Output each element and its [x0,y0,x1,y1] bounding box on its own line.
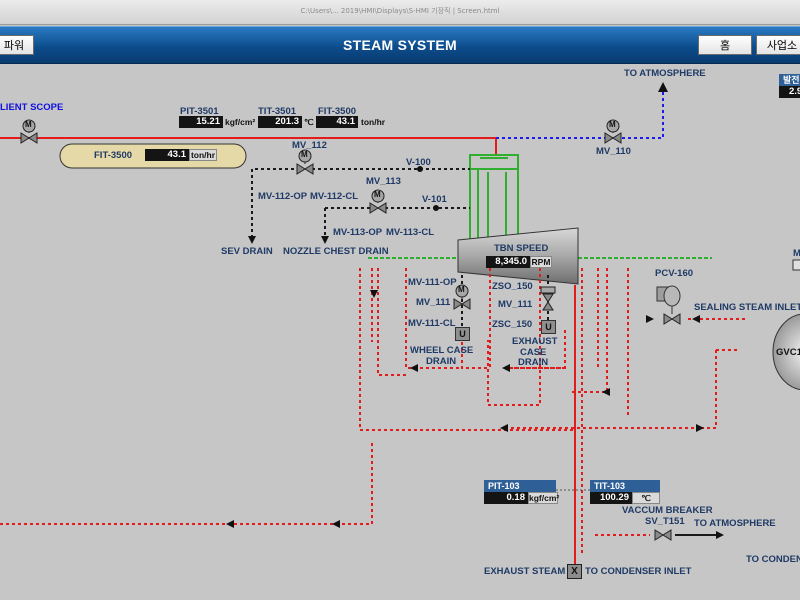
site-button[interactable]: 사업소 [756,35,800,55]
to-condenser-inlet-label: TO CONDENSER INLET [585,566,692,577]
motor-icon: M [374,190,381,199]
tbn-speed-label: TBN SPEED [494,243,549,254]
mv112-op-label: MV-112-OP [258,191,308,202]
exhaust-steam-valve[interactable]: X [567,564,582,579]
fit3500-capsule-tag: FIT-3500 [94,150,133,161]
gvc-label: GVC1 [776,347,800,358]
mv113-label[interactable]: MV_113 [366,176,401,187]
motor-icon: M [301,150,308,159]
right-top-header: 발전 [779,74,800,86]
valve-sv-t151 [654,529,664,541]
valve-exhaust [542,293,554,303]
valve-mv112 [296,163,306,175]
valves [20,132,681,541]
fit3500-unit: ton/hr [361,117,386,127]
v100-label: V-100 [406,157,431,168]
mv110-label[interactable]: MV_110 [596,146,631,157]
pit103-value: 0.18 [484,492,528,504]
tbn-speed-unit: RPM [530,256,552,268]
motor-icon: M [609,120,616,129]
power-button[interactable]: 파워 [0,35,34,55]
valve-pcv160 [663,313,673,325]
tit3501-unit: ℃ [304,117,314,127]
sev-drain-arrow [248,236,256,244]
valve-chest [469,154,519,248]
zso150-label: ZSO_150 [492,281,533,292]
page-title: STEAM SYSTEM [342,37,458,53]
fit3500-tag: FIT-3500 [318,106,357,117]
right-m-indicator [792,259,800,271]
nozzle-drain-arrow [321,236,329,244]
mv112-label[interactable]: MV_112 [292,140,327,151]
pit103-unit: kgf/cm² [528,492,560,504]
condensate-lines [0,268,748,555]
right-m-label: M [793,248,800,259]
fit3500-value: 43.1 [316,116,358,128]
mv111-cl-label: MV-111-CL [408,318,456,329]
home-button[interactable]: 홈 [698,35,752,55]
vent-line [496,92,664,139]
exhaust-steam-label: EXHAUST STEAM [484,566,566,577]
tit3501-tag: TIT-3501 [258,106,297,117]
valve-mv110 [604,132,614,144]
pit3501-unit: kgf/cm² [225,117,256,127]
window-caption: C:\Users\... 2019\HMI\Displays\S-HMI 기장직… [300,7,500,15]
tbn-speed-value: 8,345.0 [486,256,530,268]
to-atmosphere-bottom: TO ATMOSPHERE [694,518,776,529]
exhaust-drain-unit-box[interactable]: U [541,320,556,334]
pit103-header: PIT-103 [484,480,556,492]
pit3501-value: 15.21 [179,116,223,128]
pcv160-label[interactable]: PCV-160 [655,268,694,279]
actuators [22,119,620,299]
exhaust-case-label-1: EXHAUST [512,336,558,347]
window-titlebar: C:\Users\... 2019\HMI\Displays\S-HMI 기장직… [0,0,800,25]
mv111-exhaust-label[interactable]: MV_111 [498,299,533,310]
condensate-arrows [226,290,704,528]
sev-drain-label: SEV DRAIN [221,246,273,257]
valve-mv113 [369,202,379,214]
mv113-op-label: MV-113-OP [333,227,383,238]
wheel-drain-label: DRAIN [426,356,457,367]
exhaust-case-label-2: CASE [520,347,547,358]
tit103-value: 100.29 [590,492,632,504]
to-atmosphere-top: TO ATMOSPHERE [624,68,706,79]
valve-client-scope [20,132,30,144]
mv113-cl-label: MV-113-CL [386,227,435,238]
vent-arrow [658,82,668,92]
pcv160-actuator [656,285,681,314]
valve-mv111 [453,298,463,310]
gvc-tank [772,313,800,391]
sealing-steam-label: SEALING STEAM INLET [694,302,800,313]
zsc150-label: ZSC_150 [492,319,533,330]
motor-icon: M [25,120,32,129]
client-scope-label: LIENT SCOPE [0,102,64,113]
tit103-header: TIT-103 [590,480,660,492]
nozzle-chest-drain-label: NOZZLE CHEST DRAIN [283,246,389,257]
mv111-op-label: MV-111-OP [408,277,457,288]
sv-t151-label[interactable]: SV_T151 [645,516,685,527]
tit3501-value: 201.3 [258,116,302,128]
v100-check [417,166,423,172]
fit3500-capsule-value: 43.1 [145,149,189,161]
wheel-drain-unit-box[interactable]: U [455,327,470,341]
vacuum-vent-arrow [716,531,724,539]
vaccum-breaker-label: VACCUM BREAKER [622,505,713,516]
fit3500-capsule-unit: ton/hr [189,149,217,161]
right-top-value: 2.9 [779,86,800,98]
wheel-case-label: WHEEL CASE [410,345,474,356]
mv111-label[interactable]: MV_111 [416,297,451,308]
app-header: 파워 STEAM SYSTEM 홈 사업소 [0,26,800,65]
v101-check [433,205,439,211]
exhaust-case-label-3: DRAIN [518,357,549,368]
pit3501-tag: PIT-3501 [180,106,219,117]
mv112-cl-label: MV-112-CL [310,191,359,202]
drain-lines [251,168,549,330]
tit103-unit: ℃ [632,492,660,504]
to-condenser-right: TO CONDEN [746,554,800,565]
v101-label: V-101 [422,194,447,205]
motor-icon: M [458,285,465,294]
